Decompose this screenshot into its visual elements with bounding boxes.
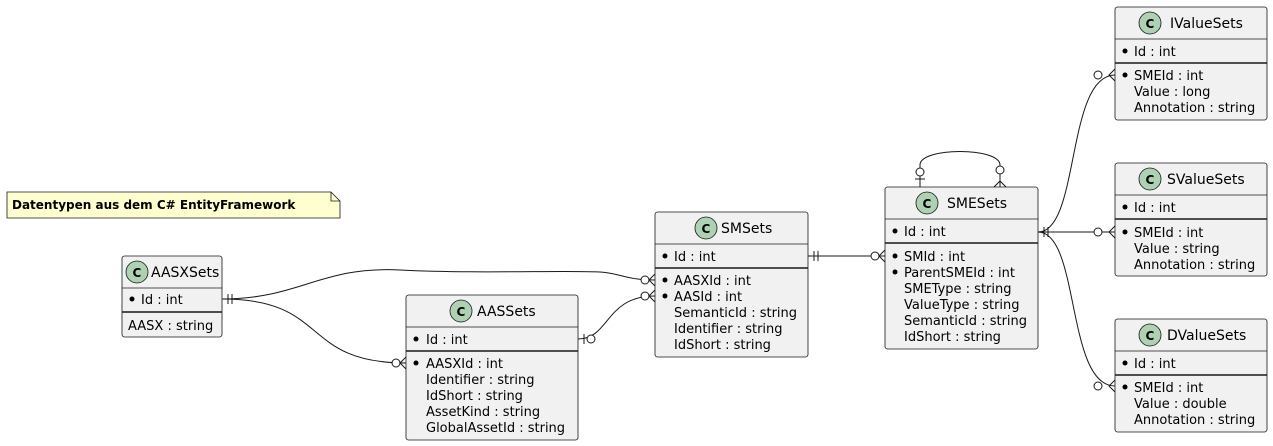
multiplicity-markers (227, 68, 1116, 393)
edge-sme-ivalue (1037, 74, 1116, 233)
entity-smesets: C SMESets Id : int SMId : int ParentSMEI… (884, 186, 1039, 350)
attr: Value : string (1134, 242, 1220, 257)
attr: AASXId : int (674, 274, 751, 289)
class-icon (449, 299, 473, 323)
attr: IdShort : string (904, 330, 1001, 345)
attr: ParentSMEId : int (904, 266, 1015, 281)
attr: AssetKind : string (426, 405, 540, 420)
attr: SemanticId : string (904, 314, 1027, 329)
entity-aassets: C AASSets Id : int AASXId : int Identifi… (405, 294, 579, 441)
svg-text:C: C (1146, 173, 1155, 187)
attr: SMEId : int (1134, 226, 1203, 241)
attr: SemanticId : string (674, 306, 797, 321)
entity-ivaluesets: C IValueSets Id : int SMEId : int Value … (1114, 6, 1268, 121)
entity-aasxsets: C AASXSets Id : int AASX : string (121, 255, 223, 338)
attr: Annotation : string (1134, 101, 1255, 116)
class-icon (1138, 11, 1162, 35)
entity-name: SValueSets (1167, 172, 1245, 188)
attr: AASId : int (674, 290, 742, 305)
key-attr: Id : int (1134, 357, 1176, 372)
attr: SMId : int (904, 250, 965, 265)
edge-aasx-sm (221, 269, 656, 300)
entity-dvaluesets: C DValueSets Id : int SMEId : int Value … (1114, 318, 1268, 433)
class-icon (1138, 167, 1162, 191)
attr: IdShort : string (674, 338, 771, 353)
attr: Identifier : string (674, 322, 783, 337)
entity-smsets: C SMSets Id : int AASXId : int AASId : i… (654, 211, 809, 358)
attr: Annotation : string (1134, 258, 1255, 273)
class-icon (1138, 323, 1162, 347)
attr: Value : double (1134, 397, 1227, 412)
entity-name: SMESets (947, 196, 1007, 212)
attr: SMEId : int (1134, 69, 1203, 84)
attr: SMEType : string (904, 282, 1012, 297)
entity-name: AASXSets (151, 265, 219, 281)
svg-text:C: C (457, 305, 466, 319)
svg-text:C: C (1146, 329, 1155, 343)
edge-sme-dvalue (1037, 231, 1116, 387)
note-text: Datentypen aus dem C# EntityFramework (12, 198, 296, 212)
attr: AASXId : int (426, 357, 503, 372)
attr: Identifier : string (426, 373, 535, 388)
svg-text:C: C (1146, 17, 1155, 31)
note: Datentypen aus dem C# EntityFramework (6, 191, 341, 219)
entity-name: IValueSets (1170, 16, 1243, 32)
key-attr: Id : int (1134, 45, 1176, 60)
svg-text:C: C (702, 222, 711, 236)
edge-sme-self (919, 151, 1001, 187)
edge-aasx-aas (221, 298, 407, 364)
attr: GlobalAssetId : string (426, 421, 565, 436)
entity-name: AASSets (477, 304, 536, 320)
key-attr: Id : int (1134, 201, 1176, 216)
attr: Value : long (1134, 85, 1210, 100)
svg-text:C: C (133, 266, 142, 280)
attr: ValueType : string (904, 298, 1020, 313)
key-attr: Id : int (674, 250, 716, 265)
attr: Annotation : string (1134, 413, 1255, 428)
svg-text:C: C (923, 197, 932, 211)
class-icon (125, 260, 149, 284)
attr: SMEId : int (1134, 381, 1203, 396)
attr: AASX : string (128, 319, 213, 334)
entity-name: SMSets (721, 221, 772, 237)
key-attr: Id : int (426, 333, 468, 348)
attr: IdShort : string (426, 389, 523, 404)
class-icon (694, 216, 718, 240)
entity-name: DValueSets (1167, 328, 1246, 344)
key-attr: Id : int (904, 225, 946, 240)
class-icon (915, 191, 939, 215)
edge-aas-sm (577, 295, 656, 340)
key-attr: Id : int (141, 293, 183, 308)
entity-svaluesets: C SValueSets Id : int SMEId : int Value … (1114, 162, 1268, 277)
